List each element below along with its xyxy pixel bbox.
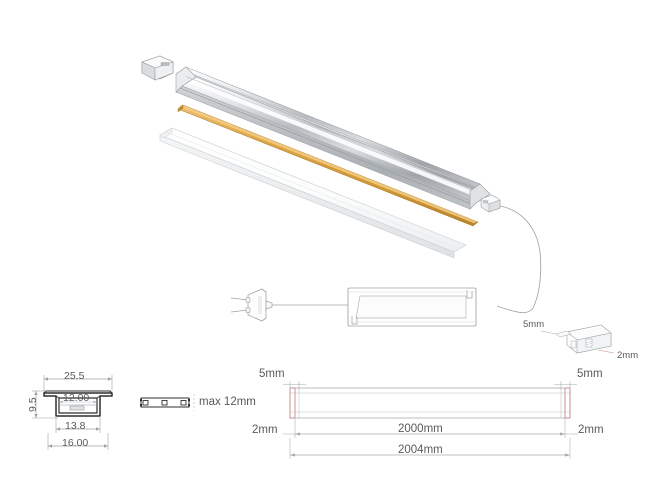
dim-top-right-5mm: [554, 381, 577, 390]
aluminium-profile: [175, 66, 491, 210]
connector-detail-body: [540, 324, 615, 354]
mains-plug: [230, 288, 273, 322]
cross-section-dim-body-inner: 13.8: [65, 420, 86, 432]
length-drawing-body: [289, 387, 571, 419]
diffuser-cover: [159, 127, 467, 259]
led-strip-icon: [140, 397, 190, 408]
length-label-left-bottom-2mm: 2mm: [252, 424, 278, 436]
cross-section-dim-overall-width: 25.5: [64, 370, 85, 382]
cross-section-dim-body-width: 16.00: [62, 437, 89, 449]
length-label-left-top-5mm: 5mm: [259, 368, 285, 380]
led-strip-max-width-label: max 12mm: [199, 396, 256, 408]
power-connector: [480, 194, 501, 213]
cross-section-dim-height: 9.5: [27, 397, 39, 412]
cross-section-dim-channel-width: 12.00: [63, 392, 90, 404]
corner-detail-label-5mm: 5mm: [523, 319, 545, 330]
led-strip: [177, 104, 479, 227]
end-cap: [141, 55, 174, 81]
corner-detail-label-2mm: 2mm: [617, 350, 639, 361]
power-cable-to-driver: [496, 305, 535, 314]
dim-top-left-5mm: [283, 381, 306, 390]
power-cable-upper: [499, 205, 542, 307]
length-label-inner-2000mm: 2000mm: [398, 423, 443, 435]
length-label-right-top-5mm: 5mm: [577, 368, 603, 380]
led-driver: [347, 287, 477, 327]
length-label-right-bottom-2mm: 2mm: [578, 424, 604, 436]
length-label-total-2004mm: 2004mm: [398, 444, 443, 456]
